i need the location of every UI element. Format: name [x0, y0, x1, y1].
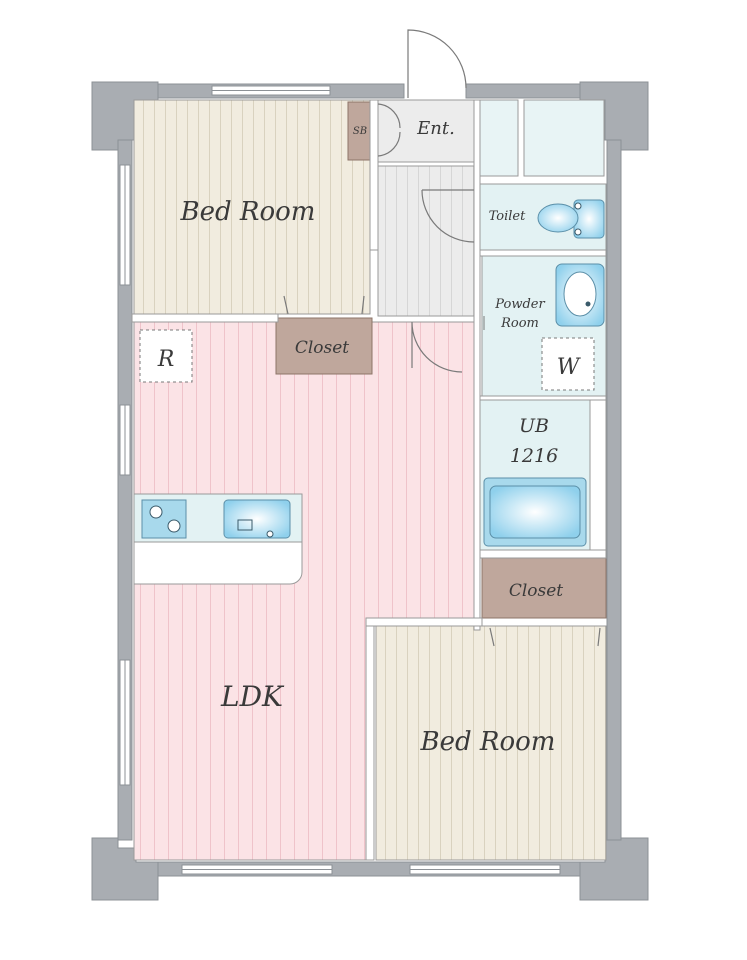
refrigerator-label: R	[157, 347, 175, 372]
storage-top-1	[479, 99, 519, 177]
hall-floor	[377, 165, 475, 317]
doors	[283, 29, 601, 647]
storage-top-2	[523, 99, 605, 177]
shoe-box-label: SB	[353, 126, 367, 137]
bedroom-bottom-floor	[375, 625, 607, 861]
bedroom-top-floor	[133, 99, 371, 315]
powder-room-label-2: Room	[500, 316, 539, 331]
wall-right	[606, 139, 622, 841]
toilet-door	[421, 189, 475, 243]
kitchen-counter	[133, 493, 303, 585]
closet-top-label: Closet	[295, 338, 349, 358]
entrance-label: Ent.	[416, 118, 455, 139]
pillar-bottom-left	[91, 837, 159, 901]
washer-space	[541, 337, 595, 391]
bathtub	[483, 477, 587, 547]
powder-room-label-1: Powder	[494, 297, 545, 312]
closet-top	[275, 317, 373, 375]
shoe-box-door	[377, 103, 401, 157]
toilet-label: Toilet	[489, 209, 526, 224]
stove	[141, 499, 187, 539]
unit-bath-label-1: UB	[519, 415, 549, 437]
entrance-door	[407, 29, 467, 98]
entrance-floor	[377, 99, 475, 163]
bedroom-top-label: Bed Room	[180, 197, 316, 227]
closet-right-label: Closet	[509, 581, 563, 601]
ldk-door	[411, 321, 463, 373]
wash-basin	[555, 263, 605, 327]
burner-1	[149, 505, 163, 519]
windows	[119, 85, 561, 875]
bedroom-bottom-label: Bed Room	[420, 727, 556, 757]
burner-2	[167, 519, 181, 533]
ldk-label: LDK	[220, 680, 285, 713]
washer-label: W	[557, 355, 582, 380]
toilet-fixture	[537, 199, 605, 239]
pillar-bottom-right	[579, 837, 649, 901]
sink	[223, 499, 291, 539]
closet-top-door-marks	[283, 295, 365, 315]
refrigerator-space	[139, 329, 193, 383]
interior-walls	[131, 99, 607, 861]
closet-right-door-marks	[489, 627, 601, 647]
unit-bath-label-2: 1216	[510, 445, 558, 467]
wall-top-right	[465, 83, 581, 99]
